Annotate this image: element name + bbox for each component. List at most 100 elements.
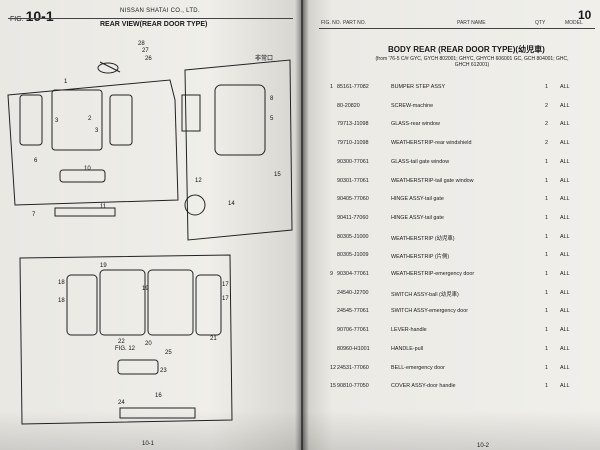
callout-3a: 3 [55,118,59,124]
row-no: 12 [330,364,336,371]
window-center-left-lower [99,269,146,336]
door-frame-upper [214,84,266,156]
callout-14: 14 [228,201,235,207]
view-title: REAR VIEW(REAR DOOR TYPE) [100,21,208,28]
callout-20: 20 [145,341,152,347]
row-part-no: 90706-77061 [337,327,369,334]
row-qty: 1 [545,289,548,296]
row-model: ALL [560,252,570,259]
callout-1: 1 [64,79,68,85]
hdr-part-no: PART NO. [343,20,367,26]
callout-2: 2 [88,116,92,122]
row-part-no: 24545-77061 [337,308,369,315]
row-model: ALL [560,214,570,221]
callout-28: 28 [138,41,145,47]
row-qty: 1 [545,308,548,315]
callout-19b: 19 [142,286,149,292]
right-page: FIG. NO. PART NO. PART NAME QTY MODEL 10 [303,0,600,450]
callout-7: 7 [32,212,36,218]
left-page: FIG. 10-1 NISSAN SHATAI CO., LTD. REAR V… [0,0,301,450]
van-body-upper [7,79,179,206]
row-model: ALL [560,121,570,128]
row-qty: 1 [545,327,548,334]
bell-part [184,194,206,216]
row-part-name: LEVER-handle [391,327,427,334]
row-qty: 1 [545,214,548,221]
row-model: ALL [560,233,570,240]
company-name: NISSAN SHATAI CO., LTD. [120,8,200,14]
row-part-no: 90304-77061 [337,271,369,277]
row-part-no: 90301-77061 [337,177,369,184]
row-part-name: WEATHERSTRIP-emergency door [391,271,475,277]
row-qty: 1 [545,196,548,203]
row-qty: 1 [545,158,548,165]
row-qty: 2 [545,121,548,128]
row-qty: 1 [545,84,548,90]
callout-3b: 3 [95,128,99,134]
row-part-name: COVER ASSY-door handle [391,383,456,390]
row-model: ALL [560,140,570,147]
row-part-no: 90300-77061 [337,158,369,165]
row-model: ALL [560,289,570,296]
callout-6: 6 [34,158,38,164]
row-part-no: 90411-77060 [337,214,369,221]
callout-15: 15 [274,172,281,178]
row-qty: 1 [545,271,548,277]
row-part-name: GLASS-rear window [391,121,440,128]
row-part-no: 90405-77060 [337,196,369,203]
row-model: ALL [560,158,570,165]
row-model: ALL [560,84,570,90]
row-model: ALL [560,271,570,277]
side-window-left-upper [19,94,43,146]
row-part-name: WEATHERSTRIP-tail gate window [391,177,474,184]
table-row: 79713-J1098 GLASS-rear window 2 ALL [0,121,600,133]
row-model: ALL [560,177,570,184]
callout-8: 8 [270,96,274,102]
row-model: ALL [560,196,570,203]
header-rule [8,18,293,19]
row-part-no: 80960-H1001 [337,345,370,352]
row-part-name: WEATHERSTRIP (幼児車) [391,235,455,242]
row-part-name: HINGE ASSY-tail gate [391,214,444,221]
footer-page-left: 10-1 [142,441,154,447]
fig-code-left: FIG. 10-1 [10,8,54,24]
step-upper [54,207,116,217]
row-no: 15 [330,383,336,390]
row-qty: 2 [545,102,548,109]
row-part-no: 79713-J1098 [337,121,369,128]
van-body-lower [19,254,233,425]
callout-10: 10 [84,166,91,172]
row-model: ALL [560,102,570,109]
row-model: ALL [560,327,570,334]
handle-lower [117,359,159,375]
door-detail-upper [184,59,293,241]
row-part-no: 24540-J2700 [337,289,369,296]
step-lower [119,407,196,419]
callout-21: 21 [210,336,217,342]
row-part-no: 24531-77060 [337,364,369,371]
fig-code: 10-1 [25,8,54,24]
row-model: ALL [560,383,570,390]
table-title: BODY REAR (REAR DOOR TYPE)(幼児車) [388,45,545,54]
callout-22: 22 [118,339,125,345]
window-right-lower [195,274,222,336]
row-part-no: 80305-J1009 [337,252,369,259]
callout-17a: 17 [222,282,229,288]
row-part-no: 90810-77050 [337,383,369,390]
diagram-text: 非常口 [255,54,273,62]
hdr-fig-no: FIG. NO. [321,20,341,26]
fig-prefix: FIG. [10,16,24,23]
row-qty: 1 [545,177,548,184]
label-plate [181,94,201,132]
row-part-name: BELL-emergency door [391,364,445,371]
row-part-name: BUMPER STEP ASSY [391,84,446,90]
side-window-right-upper [109,94,133,146]
table-row: 90706-77061 LEVER-handle 1 ALL [0,327,600,339]
